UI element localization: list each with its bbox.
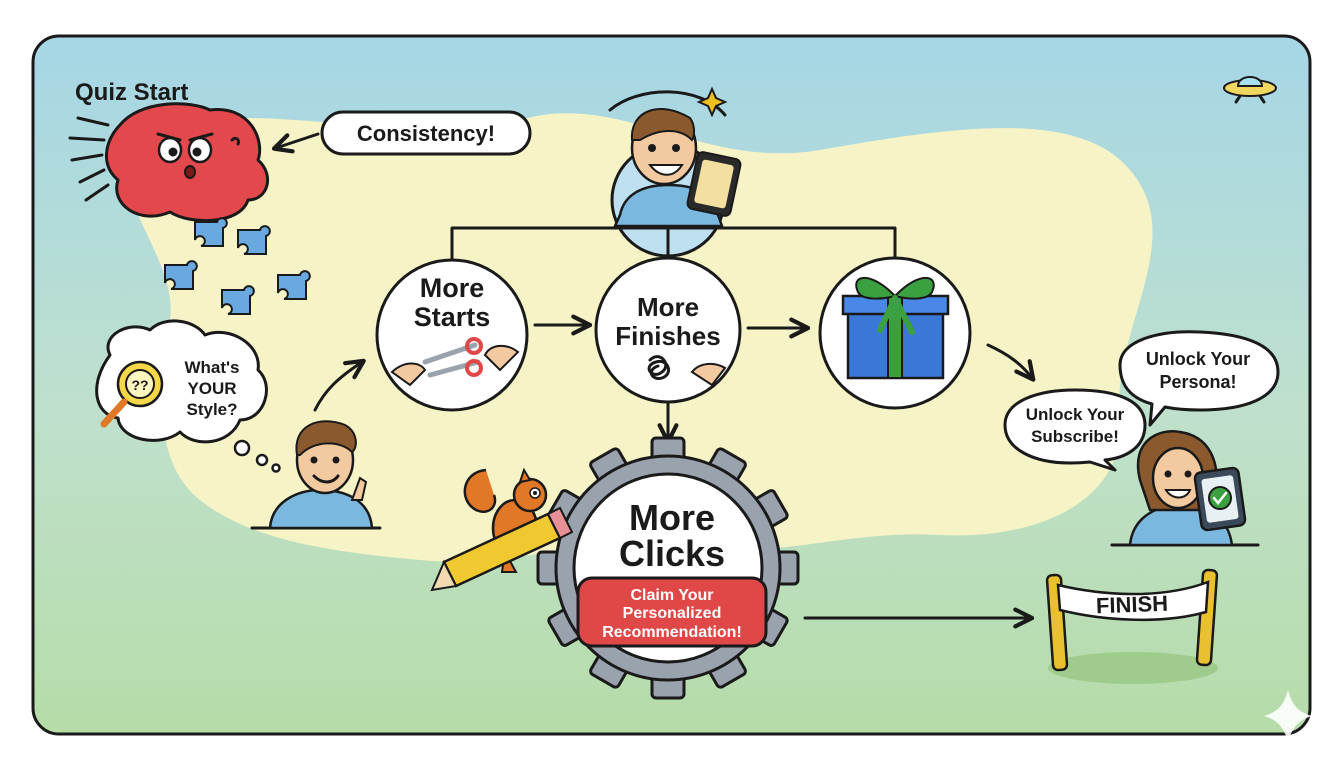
more-clicks-line2: Clicks [619,533,725,574]
unlock-persona-line2: Persona! [1159,372,1236,392]
unlock-subscribe-line1: Unlock Your [1026,405,1125,424]
more-clicks-line1: More [629,497,715,538]
thought-bubble: ?? What's YOUR Style? [95,319,281,473]
claim-button[interactable]: Claim Your Personalized Recommendation! [576,576,768,648]
pencil-icon [430,506,574,592]
style-line1: What's [184,358,239,377]
sparkle-icon [1264,690,1312,742]
person-left [250,420,382,530]
more-finishes-line1: More [637,292,699,322]
more-clicks-node: More Clicks Claim Your Personalized Reco… [536,436,800,700]
consistency-label: Consistency! [357,121,495,146]
finish-line: FINISH [1045,568,1219,684]
more-starts-line1: More [420,273,485,303]
puzzle-piece-icon [164,217,311,315]
quiz-start-title: Quiz Start [75,79,188,106]
person-right [1110,430,1260,547]
magnifier-icon: ?? [100,360,164,428]
tangled-string-icon [647,355,727,387]
unlock-persona-line1: Unlock Your [1146,349,1250,369]
style-line2: YOUR [187,379,236,398]
checkmark-icon [1208,486,1232,510]
gift-node [818,256,972,410]
claim-line2: Personalized [623,605,722,622]
svg-text:??: ?? [131,377,148,393]
unlock-subscribe-line2: Subscribe! [1031,427,1119,446]
branch-line [450,226,897,264]
more-starts-line2: Starts [414,302,491,332]
scissors-icon [390,337,520,387]
arrow-person-to-starts [313,358,366,412]
persona-bubble: Unlock Your Persona! [1118,330,1280,427]
subscribe-bubble: Unlock Your Subscribe! [1003,388,1147,472]
consistency-pill: Consistency! [320,110,532,156]
more-starts-node: More Starts [375,258,529,412]
ufo-icon [1223,76,1277,104]
arrow-consistency-to-blob [271,132,320,154]
claim-line3: Recommendation! [602,624,742,641]
angry-blob-icon [68,102,269,223]
phone-icon [686,151,742,217]
claim-line1: Claim Your [631,587,714,604]
style-line3: Style? [186,400,237,419]
phone-icon [1193,466,1247,532]
gift-box-icon [841,277,950,380]
more-finishes-line2: Finishes [615,321,720,351]
arrow-gift-to-persona [986,343,1036,382]
finish-label: FINISH [1096,591,1169,619]
more-finishes-node: More Finishes [594,256,742,404]
